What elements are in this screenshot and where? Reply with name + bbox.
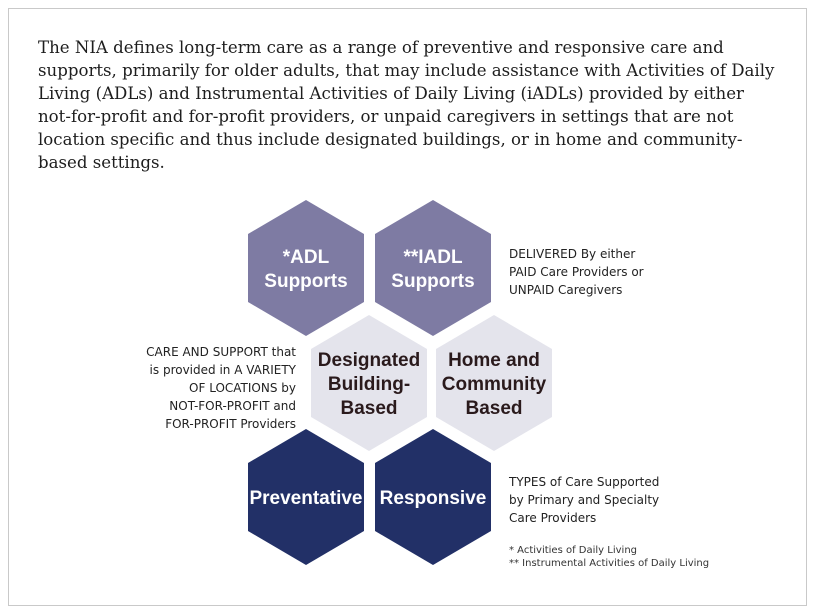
- hexagon-preventative: [248, 429, 364, 565]
- hexagon-label-iadl: Supports: [391, 271, 474, 292]
- footnote-iadl: ** Instrumental Activities of Daily Livi…: [509, 558, 710, 569]
- hexagon-label-designated: Based: [340, 398, 397, 419]
- hexagon-label-responsive: Responsive: [380, 488, 487, 509]
- care-types-note: TYPES of Care Supported by Primary and S…: [509, 473, 659, 527]
- intro-paragraph: The NIA defines long-term care as a rang…: [38, 38, 775, 172]
- delivered-note: DELIVERED By either PAID Care Providers …: [509, 245, 644, 299]
- delivered-note-line: PAID Care Providers or: [509, 265, 644, 279]
- hexagon-iadl: [375, 200, 491, 336]
- hexagon-designated: [311, 315, 427, 451]
- hexagon-label-designated: Building-: [328, 374, 410, 395]
- hexagon-label-designated: Designated: [318, 350, 420, 371]
- hexagon-home: [436, 315, 552, 451]
- footnote-adl: * Activities of Daily Living: [509, 545, 638, 556]
- hexagon-label-home: Home and: [448, 350, 540, 371]
- locations-note: CARE AND SUPPORT that is provided in A V…: [120, 343, 296, 433]
- care-types-note-line: TYPES of Care Supported: [509, 475, 660, 489]
- hexagon-responsive: [375, 429, 491, 565]
- hexagon-label-home: Based: [465, 398, 522, 419]
- delivered-note-line: DELIVERED By either: [509, 247, 636, 261]
- locations-note-line: CARE AND SUPPORT that: [146, 345, 296, 359]
- hexagon-label-preventative: Preventative: [249, 488, 362, 509]
- hexagon-label-iadl: **IADL: [403, 247, 463, 268]
- care-types-note-line: Care Providers: [509, 511, 597, 525]
- locations-note-line: is provided in A VARIETY: [149, 363, 296, 377]
- footnotes: * Activities of Daily Living ** Instrume…: [509, 544, 709, 570]
- hexagon-adl: [248, 200, 364, 336]
- hexagon-label-adl: *ADL: [283, 247, 330, 268]
- hexagon-label-adl: Supports: [264, 271, 347, 292]
- delivered-note-line: UNPAID Caregivers: [509, 283, 623, 297]
- locations-note-line: NOT-FOR-PROFIT and: [169, 399, 296, 413]
- care-types-note-line: by Primary and Specialty: [509, 493, 660, 507]
- locations-note-line: FOR-PROFIT Providers: [165, 417, 296, 431]
- hexagon-label-home: Community: [442, 374, 547, 395]
- locations-note-line: OF LOCATIONS by: [189, 381, 296, 395]
